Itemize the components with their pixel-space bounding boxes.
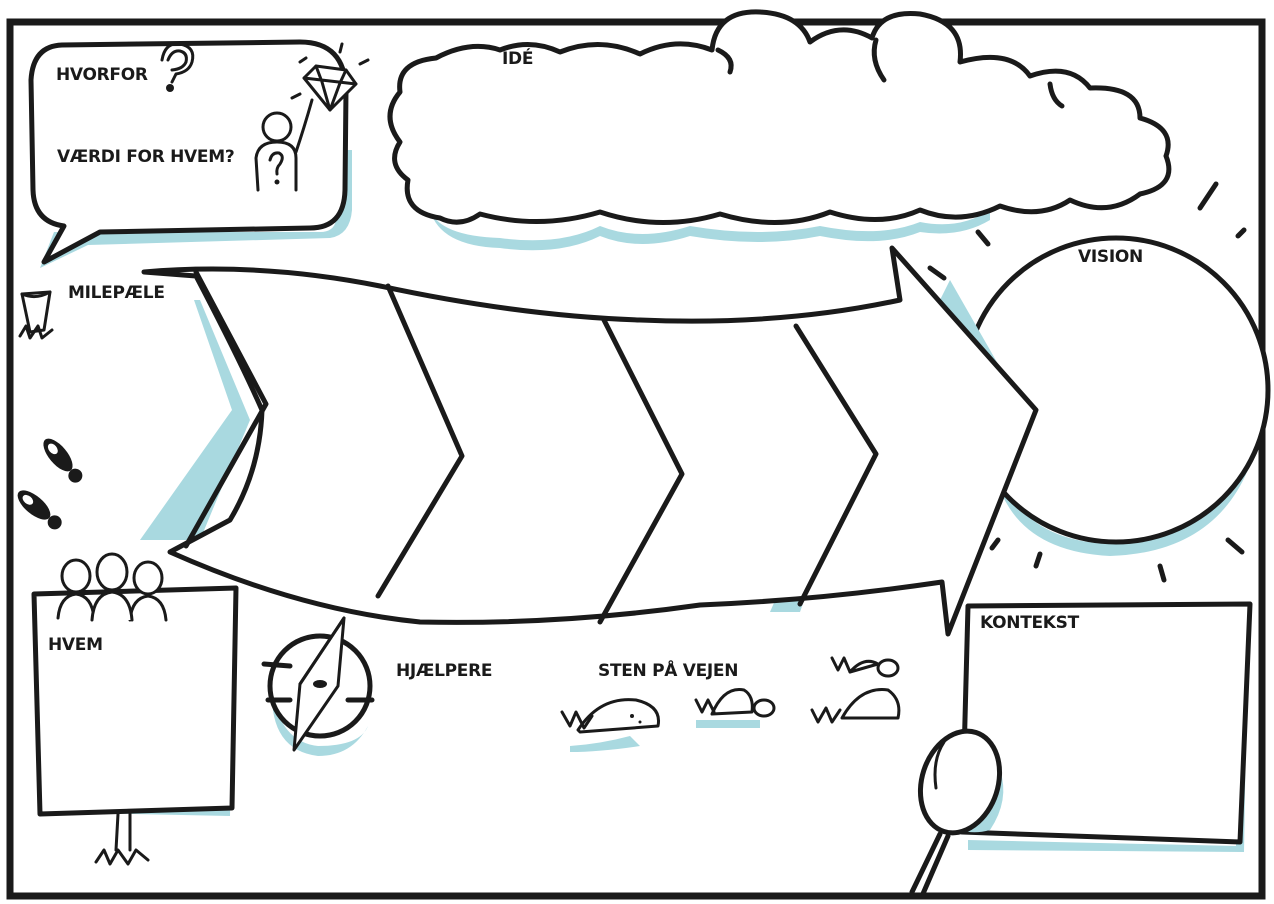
signpost-icon (20, 292, 52, 338)
hjaelpere-label: HJÆLPERE (396, 661, 492, 681)
context-board (962, 604, 1250, 852)
vaerdi-for-hvem-label: VÆRDI FOR HVEM? (57, 147, 234, 167)
stone-icon (832, 658, 898, 676)
stone-icon (812, 690, 899, 722)
milestone-arrow (140, 248, 1036, 634)
compass-icon (264, 618, 372, 756)
hvorfor-label: HVORFOR (56, 65, 148, 85)
vision-label: VISION (1078, 247, 1143, 267)
idea-cloud (390, 12, 1169, 250)
stone-icon (562, 700, 659, 752)
footprints-icon (13, 434, 87, 534)
kontekst-label: KONTEKST (980, 613, 1080, 633)
hvem-label: HVEM (48, 635, 103, 655)
milepaele-label: MILEPÆLE (68, 283, 165, 303)
sten-paa-vejen-label: STEN PÅ VEJEN (598, 658, 738, 681)
who-sign (34, 588, 236, 864)
ide-label: IDÉ (502, 47, 533, 69)
stone-icon (696, 690, 774, 729)
